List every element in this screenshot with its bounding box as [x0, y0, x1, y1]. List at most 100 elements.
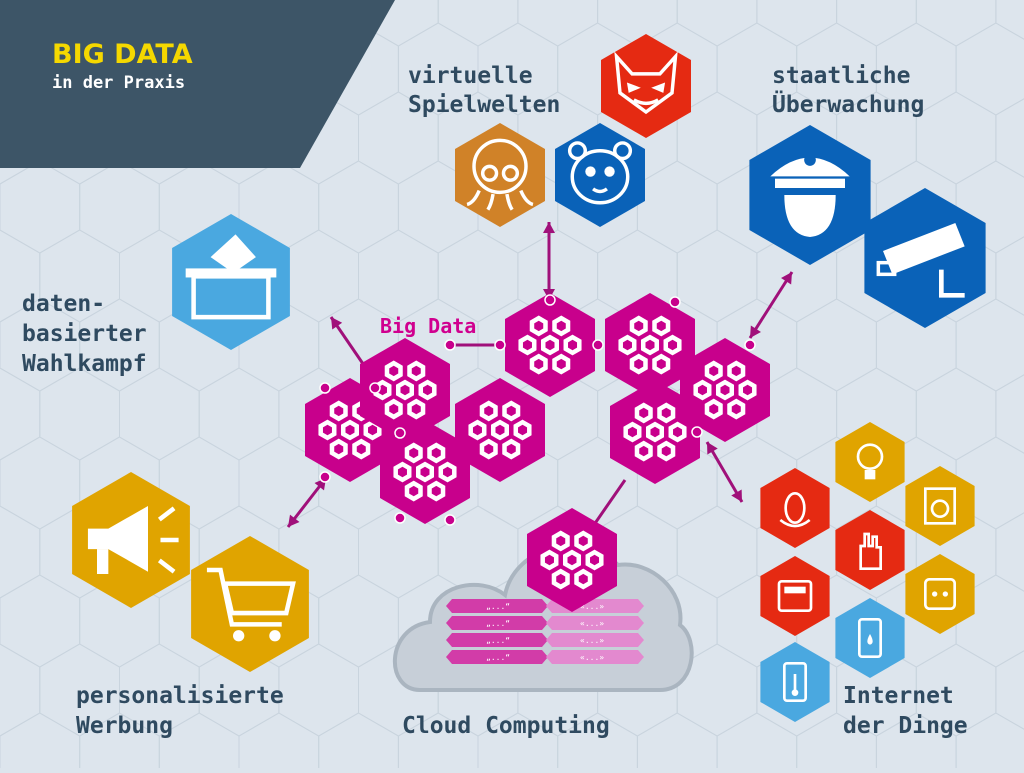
security-camera-icon: [876, 223, 965, 298]
smartphone-icon: [857, 617, 883, 659]
grid-hex: [995, 512, 1024, 592]
arrow-gaming: [543, 222, 555, 300]
grid-hex: [0, 643, 41, 737]
grid-hex: [636, 160, 718, 254]
big-data-icon: [393, 442, 457, 502]
big-data-hex: [605, 293, 695, 397]
iot-hex-scale: [760, 556, 830, 636]
iot-hex-thermostat: [760, 642, 830, 722]
scale-icon: [777, 579, 813, 613]
big-data-icon: [540, 530, 604, 590]
iot-label-line1: Internet: [843, 683, 954, 709]
gaming-hex-creature: [555, 123, 645, 227]
grid-hex: [0, 712, 81, 773]
grid-hex: [995, 0, 1024, 40]
gaming-label-line1: virtuelle: [408, 63, 533, 89]
grid-hex: [318, 160, 399, 254]
arrow-iot: [705, 441, 744, 503]
advertising-label-line1: personalisierte: [76, 683, 284, 709]
advertising-hex-megaphone: [72, 472, 190, 608]
page-title: BIG DATA: [52, 39, 193, 70]
grid-hex: [358, 229, 439, 323]
campaign-label-line1: daten-: [22, 291, 105, 317]
thermostat-icon: [782, 661, 808, 703]
big-data-hex: [455, 378, 545, 482]
grid-hex: [198, 367, 280, 461]
grid-hex: [915, 367, 997, 461]
grid-hex: [676, 0, 758, 47]
advertising-hex-cart: [191, 536, 309, 672]
network-node: [444, 339, 456, 351]
big-data-icon: [693, 360, 757, 420]
campaign-label-line2: basierter: [22, 321, 147, 347]
iot-hex-phone: [835, 598, 905, 678]
lightbulb-icon: [856, 443, 884, 480]
surveillance-label-line1: staatliche: [772, 63, 910, 89]
grid-hex: [0, 505, 41, 599]
network-node: [592, 339, 604, 351]
network-node: [669, 296, 681, 308]
ballot-box-icon: [185, 234, 277, 320]
campaign-label-line3: Wahlkampf: [22, 351, 147, 377]
gaming-hex-monster: [455, 123, 545, 227]
big-data-icon: [518, 315, 582, 375]
network-node: [369, 382, 381, 394]
cloud-row-text-right: «...»: [580, 619, 604, 628]
grid-hex: [79, 160, 160, 254]
surveillance-hex-camera: [864, 188, 986, 328]
grid-hex: [915, 0, 997, 47]
cloud-row-text-left: „...“: [486, 636, 510, 645]
iot-hex-lock: [835, 510, 905, 590]
iot-hex-washer: [905, 466, 975, 546]
grid-hex: [676, 505, 758, 599]
page-subtitle: in der Praxis: [52, 73, 185, 93]
police-officer-icon: [770, 154, 850, 237]
creature-icon: [567, 141, 633, 205]
big-data-hex: [527, 508, 617, 612]
grid-hex: [0, 367, 41, 461]
iot-hex-lightbulb: [835, 422, 905, 502]
monster-icon: [466, 138, 534, 211]
grid-hex: [955, 712, 1024, 773]
smart-lock-icon: [859, 532, 883, 571]
cloud-row-text-right: «...»: [580, 602, 604, 611]
grid-hex: [955, 22, 1024, 116]
big-data-icon: [468, 400, 532, 460]
grid-hex: [278, 643, 359, 737]
iot-label-line2: der Dinge: [843, 713, 968, 739]
big-data-hex: [680, 338, 770, 442]
cloud-data-row: „...“ «...»: [446, 650, 644, 664]
network-node: [494, 339, 506, 351]
big-data-label: Big Data: [380, 314, 476, 338]
grid-hex: [636, 712, 718, 773]
grid-hex: [995, 650, 1024, 730]
campaign-hex: [172, 214, 290, 350]
cloud-row-text-left: „...“: [486, 653, 510, 662]
arrow-advertising: [286, 477, 328, 528]
network-nodes: [319, 294, 756, 526]
gaming-label-line2: Spielwelten: [408, 92, 560, 118]
hex-tiles: [72, 34, 986, 722]
big-data-icon: [618, 315, 682, 375]
cloud-data-row: „...“«...»: [446, 633, 644, 647]
washing-machine-icon: [923, 487, 957, 525]
network-node: [319, 382, 331, 394]
grid-hex: [676, 229, 758, 323]
fitness-tracker-icon: [779, 491, 811, 528]
megaphone-icon: [87, 506, 179, 574]
network-node: [544, 294, 556, 306]
iot-hex-tracker: [760, 468, 830, 548]
cloud-label: Cloud Computing: [402, 713, 610, 739]
grid-hex: [796, 298, 877, 392]
network-node: [394, 427, 406, 439]
grid-hex: [39, 367, 120, 461]
cloud-row-text-left: „...“: [486, 619, 510, 628]
grid-hex: [517, 0, 599, 47]
advertising-label-line2: Werbung: [76, 713, 173, 739]
big-data-hex: [610, 380, 700, 484]
cloud-row-text-right: «...»: [580, 653, 604, 662]
surveillance-label-line2: Überwachung: [772, 90, 924, 118]
grid-hex: [119, 367, 200, 461]
grid-hex: [437, 0, 519, 47]
